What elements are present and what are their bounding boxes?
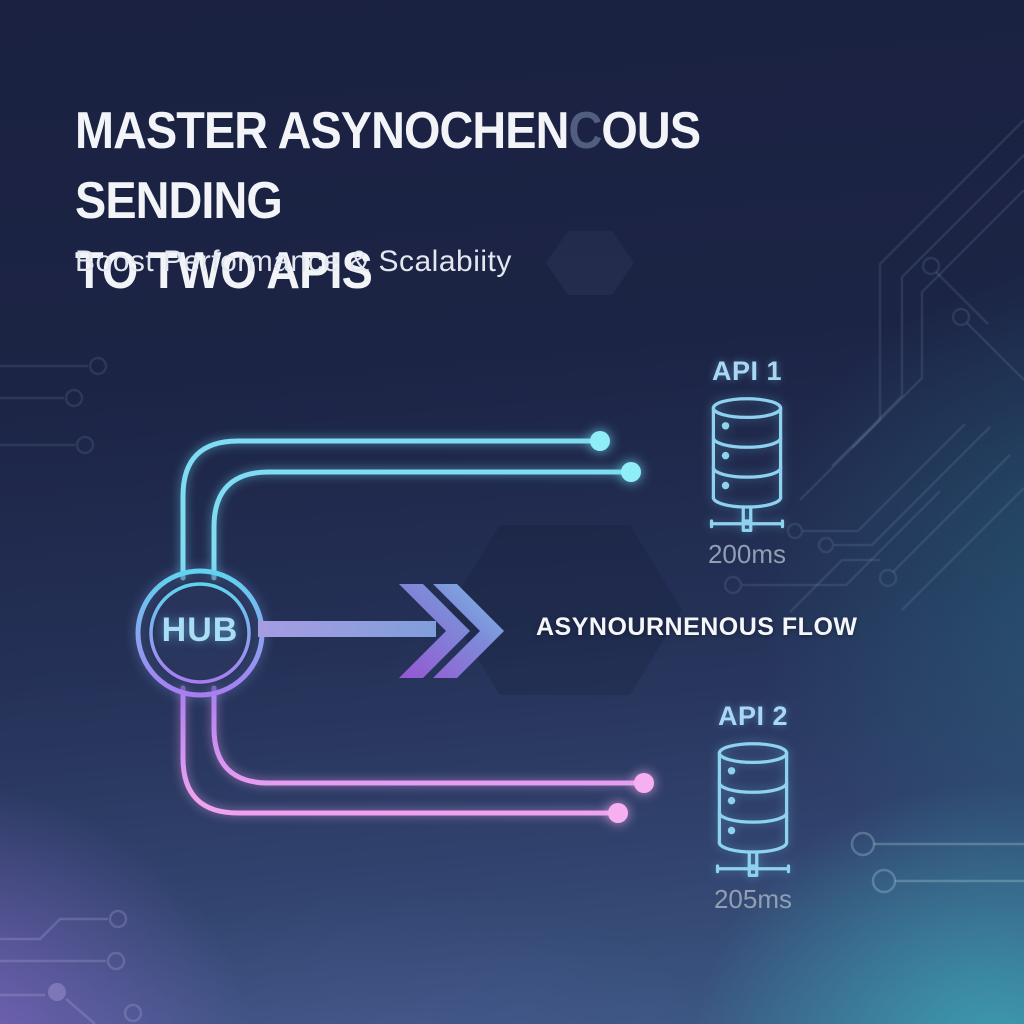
bottom-connection-lines xyxy=(180,685,654,823)
circuit-trace-bottom-left xyxy=(0,909,143,1024)
title-line1-post: OUS SENDING xyxy=(75,102,701,230)
title-line1-pre: MASTER ASYNOCHEN xyxy=(75,102,569,160)
hub-ring-inner xyxy=(149,582,251,684)
api2-latency: 205ms xyxy=(713,884,793,914)
chevron-1 xyxy=(399,584,470,678)
circuit-trace-mid-right xyxy=(723,423,1024,613)
title-ghost-char: C xyxy=(568,102,603,160)
arrow-tail-bar xyxy=(258,621,436,637)
top-line-inner xyxy=(211,469,630,581)
hub-label: HUB xyxy=(161,611,239,649)
top-line-outer xyxy=(180,438,599,581)
server-database-icon xyxy=(715,742,791,877)
api1-block: API 1 200ms xyxy=(662,356,832,570)
chevron-2 xyxy=(433,584,504,678)
bottom-line-inner xyxy=(211,685,643,786)
subtitle: Boost Performance & Scalabiity xyxy=(75,245,512,278)
server-database-icon xyxy=(709,397,785,532)
double-chevron-arrow-icon xyxy=(258,584,504,678)
top-connection-lines xyxy=(180,431,641,581)
api2-block: API 2 205ms xyxy=(668,701,838,915)
connection-dot xyxy=(590,431,610,451)
page-title: MASTER ASYNOCHENCOUS SENDING TO TWO APIS xyxy=(75,96,849,306)
api2-label: API 2 xyxy=(717,701,789,731)
circuit-trace-bottom-right xyxy=(850,831,1024,894)
flow-label: ASYNOURNENOUS FLOW xyxy=(536,613,858,641)
connection-dot xyxy=(608,803,628,823)
hexagon-decoration xyxy=(546,231,634,295)
circuit-trace-top-right xyxy=(799,119,1024,501)
connection-dot xyxy=(634,773,654,793)
bottom-line-outer xyxy=(180,685,617,816)
connection-dot xyxy=(621,462,641,482)
api1-label: API 1 xyxy=(711,356,783,386)
circuit-trace-left xyxy=(0,356,108,455)
hexagon-decoration xyxy=(448,525,682,695)
title-line2: TO TWO APIS xyxy=(75,242,373,300)
api1-latency: 200ms xyxy=(707,539,787,569)
